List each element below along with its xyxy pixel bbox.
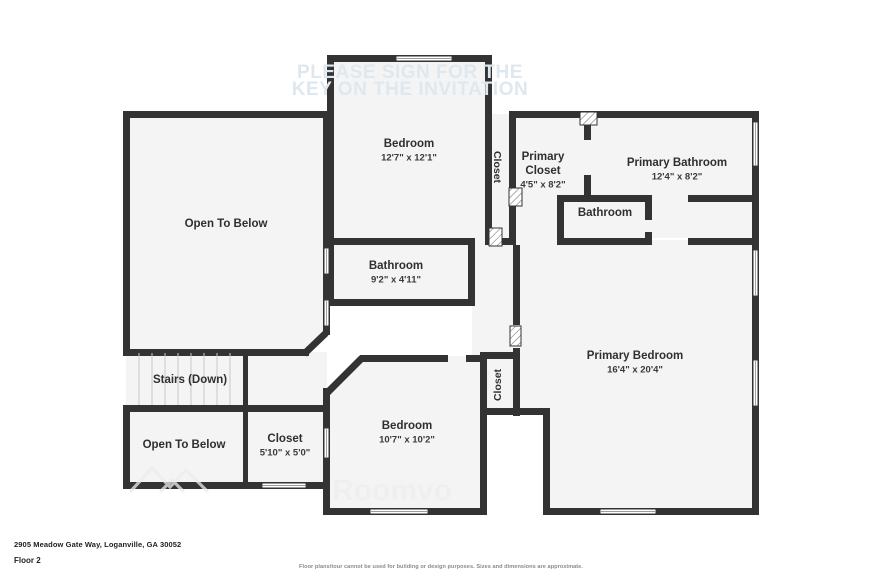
window-primary-bedroom-bottom: [599, 508, 657, 515]
watermark-brand-word: Roomvo: [332, 474, 452, 507]
room-dim-bathroom-hall: 9'2" x 4'11": [371, 275, 421, 286]
room-label-primary-bathroom: Primary Bathroom: [627, 157, 727, 169]
wall-bathroom-suite-right-upper: [645, 202, 652, 220]
wall-bathroom-suite-left: [557, 195, 564, 241]
window-primary-bedroom-right-upper: [752, 249, 759, 297]
door-primary-suite-hall: [508, 187, 523, 207]
room-label-layer: Open To Below Bedroom 12'7" x 12'1" Clos…: [143, 138, 728, 458]
room-dim-primary-bathroom: 12'4" x 8'2": [652, 172, 703, 183]
wall-bath-hall-left: [327, 238, 334, 306]
room-dim-bedroom-south: 10'7" x 10'2": [379, 435, 435, 446]
window-bedroom-north-top: [395, 55, 453, 62]
wall-bedroom-south-right: [480, 355, 487, 515]
wall-bedroom-south-top: [360, 355, 448, 362]
wall-closet-north-right: [509, 111, 516, 245]
window-layer: [261, 55, 759, 515]
door-primary-bedroom-hall: [509, 325, 522, 347]
property-address: 2905 Meadow Gate Way, Loganville, GA 300…: [14, 540, 182, 549]
wall-stairs-bottom: [123, 405, 330, 412]
wall-bedroom-south-left-upper: [323, 388, 330, 406]
watermark-logo-icon: [128, 465, 210, 494]
floor-label: Floor 2: [14, 556, 41, 565]
window-primary-bedroom-right-lower: [752, 359, 759, 407]
fill-closet-hall: [246, 408, 327, 486]
watermark-line-2: KEY ON THE INVITATION: [292, 79, 528, 100]
wall-lower-bottom: [123, 482, 330, 489]
door-layer: [488, 111, 598, 347]
fill-landing: [246, 352, 327, 408]
wall-open-upper-bottom: [123, 349, 309, 356]
wall-bedroom-south-left-lower: [323, 412, 330, 515]
room-dim-primary-bedroom: 16'4" x 20'4": [607, 365, 663, 376]
fill-bedroom-south: [327, 356, 483, 512]
footer: 2905 Meadow Gate Way, Loganville, GA 300…: [0, 540, 882, 588]
room-label-stairs-down: Stairs (Down): [153, 374, 227, 386]
wall-primary-closet-right-upper: [584, 118, 591, 140]
room-label-primary-closet-line2: Closet: [525, 165, 560, 177]
wall-bedroom-south-angle: [324, 355, 365, 396]
door-closet-bedroom-north: [488, 227, 503, 247]
fill-primary-bedroom: [517, 240, 759, 512]
fill-stairs: [126, 352, 246, 408]
wall-primary-bed-left-lower: [543, 408, 550, 515]
room-label-closet-bedroom-north: Closet: [491, 151, 503, 184]
wall-bath-hall-right: [468, 238, 475, 306]
wall-closet-primary-top: [480, 352, 520, 359]
room-label-bedroom-north: Bedroom: [384, 138, 434, 150]
window-open-upper-right-2: [323, 299, 330, 327]
fill-open-to-below-upper: [126, 114, 327, 352]
room-label-bathroom-hall: Bathroom: [369, 260, 423, 272]
wall-primary-bed-left-notch: [480, 408, 550, 415]
room-dim-bedroom-north: 12'7" x 12'1": [381, 153, 437, 164]
watermark-line-1: PLEASE SIGN FOR THE: [297, 62, 523, 83]
wall-open-upper-right: [323, 111, 330, 335]
window-bedroom-south-left: [323, 427, 330, 459]
room-label-bathroom-suite: Bathroom: [578, 207, 632, 219]
wall-suite-top: [512, 111, 759, 118]
wall-bedroom-north-right: [485, 55, 492, 245]
fill-bathroom-suite: [560, 198, 648, 240]
wall-bedroom-south-top-right: [466, 355, 486, 362]
room-label-primary-closet-line1: Primary: [522, 151, 565, 163]
wall-bath-hall-bottom: [327, 299, 475, 306]
wall-open-upper-left: [123, 111, 130, 356]
wall-primary-closet-right-lower: [584, 175, 591, 201]
wall-bedroom-north-left: [327, 55, 334, 245]
fill-closet-primary: [483, 356, 513, 412]
room-label-closet-primary-bedroom: Closet: [492, 368, 504, 401]
room-label-closet-hall: Closet: [267, 433, 302, 445]
wall-bath-hall-top: [327, 238, 475, 245]
wall-stairs-right: [243, 352, 248, 408]
door-primary-closet-top: [579, 111, 598, 126]
window-closet-hall-bottom: [261, 482, 307, 489]
room-label-open-to-below-lower: Open To Below: [143, 439, 226, 451]
wall-hall-strip-right: [513, 245, 520, 325]
wall-hall-strip-right-lower: [513, 348, 520, 416]
room-label-open-to-below-upper: Open To Below: [185, 218, 268, 230]
wall-suite-bottom-notch: [688, 195, 752, 202]
wall-bathroom-suite-bottom: [557, 238, 652, 245]
wall-suite-right: [752, 111, 759, 246]
window-bedroom-south-bottom: [369, 508, 429, 515]
wall-closet-hall-left: [243, 405, 248, 489]
room-dim-primary-closet: 4'5" x 8'2": [520, 180, 565, 191]
wall-open-upper-top: [123, 111, 330, 118]
room-dim-closet-hall: 5'10" x 5'0": [260, 448, 311, 459]
floor-fill-layer: [126, 58, 759, 512]
wall-bathroom-suite-top: [557, 195, 652, 202]
window-open-upper-right: [323, 247, 330, 275]
fill-bathroom-hall: [327, 242, 472, 302]
disclaimer-text: Floor plans/tour cannot be used for buil…: [299, 564, 583, 570]
wall-lower-left: [123, 405, 130, 489]
stairs-treads: [138, 353, 231, 405]
watermark-layer: PLEASE SIGN FOR THE KEY ON THE INVITATIO…: [128, 62, 528, 507]
wall-suite-bottom-right: [688, 238, 759, 245]
fill-closet-bedroom-north: [489, 114, 512, 238]
room-label-primary-bedroom: Primary Bedroom: [587, 350, 684, 362]
window-primary-bathroom-right: [752, 121, 759, 167]
room-label-bedroom-south: Bedroom: [382, 420, 432, 432]
fill-bedroom-north: [327, 58, 489, 242]
